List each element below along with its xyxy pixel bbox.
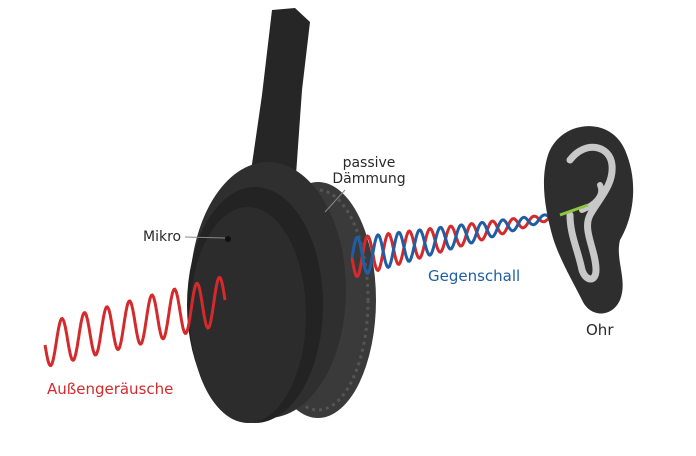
ear bbox=[543, 126, 634, 314]
ear-label: Ohr bbox=[586, 321, 614, 339]
headband bbox=[250, 8, 310, 178]
mikro-pointer bbox=[184, 236, 226, 239]
ear-cup bbox=[187, 162, 346, 423]
passive-pointer bbox=[324, 189, 346, 213]
noise-wave bbox=[43, 275, 227, 368]
passive-damping-label: passive Dämmung bbox=[332, 155, 406, 187]
microphone-hole bbox=[225, 236, 231, 242]
anti-noise-wave bbox=[350, 213, 561, 276]
ear-drum bbox=[559, 203, 589, 217]
anti-noise-label: Gegenschall bbox=[428, 267, 521, 285]
ambient-noise-label: Außengeräusche bbox=[47, 380, 174, 398]
microphone-label: Mikro bbox=[143, 229, 182, 245]
